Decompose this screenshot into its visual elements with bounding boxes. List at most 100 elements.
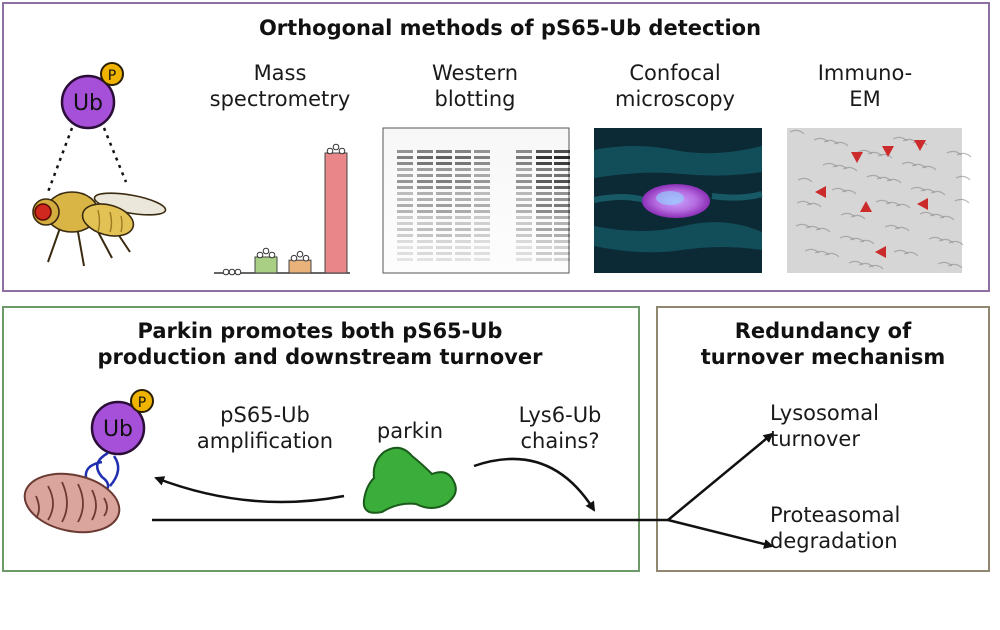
blot-band [455, 156, 471, 159]
blot-band [474, 150, 490, 153]
blot-band [417, 216, 433, 219]
blot-band [554, 168, 570, 171]
blot-band [474, 156, 490, 159]
fly-dotted-line-right [102, 127, 128, 183]
blot-band [536, 192, 552, 195]
blot-band [536, 186, 552, 189]
blot-band [417, 168, 433, 171]
em-texture-stroke [910, 186, 926, 192]
blot-band [516, 222, 532, 225]
em-texture-stroke [806, 202, 822, 208]
blot-band [436, 180, 452, 183]
blot-band [536, 258, 552, 261]
western-blot-image [382, 127, 570, 274]
blot-band [436, 252, 452, 255]
blot-band [474, 228, 490, 231]
em-texture-stroke [921, 165, 937, 171]
parkin-panel-title: Parkin promotes both pS65-Ub production … [97, 319, 543, 369]
blot-band [436, 162, 452, 165]
blot-band [436, 246, 452, 249]
ms-bar [254, 256, 278, 274]
blot-band [397, 156, 413, 159]
em-texture-stroke [840, 212, 856, 218]
blot-band [397, 210, 413, 213]
em-texture-stroke [857, 149, 873, 155]
parkin-icon [362, 446, 457, 514]
blot-band [516, 228, 532, 231]
blot-band [554, 204, 570, 207]
blot-band [397, 174, 413, 177]
blot-band [455, 234, 471, 237]
em-texture-stroke [797, 177, 813, 183]
em-texture-stroke [823, 139, 839, 145]
blot-band [554, 198, 570, 201]
blot-band [436, 186, 452, 189]
em-texture-stroke [877, 153, 893, 159]
em-texture-stroke [948, 240, 964, 246]
ms-point [296, 250, 304, 258]
blot-band [536, 240, 552, 243]
em-arrowhead [851, 152, 863, 163]
blot-band [417, 180, 433, 183]
ms-point [222, 268, 230, 276]
redundancy-panel [656, 306, 990, 572]
proteasomal-arrow [667, 518, 774, 549]
blot-band [474, 222, 490, 225]
blot-band [536, 246, 552, 249]
ub-badge-top: Ub P [60, 62, 124, 130]
blot-band [554, 150, 570, 153]
mass-spec-chart [214, 143, 350, 276]
blot-band [455, 252, 471, 255]
fruit-fly-icon [32, 191, 167, 267]
em-texture-stroke [842, 166, 858, 172]
blot-band [474, 210, 490, 213]
blot-band [455, 180, 471, 183]
blot-band [516, 174, 532, 177]
blot-band [417, 234, 433, 237]
blot-band [536, 180, 552, 183]
em-texture-stroke [805, 225, 821, 231]
em-texture-stroke [858, 262, 874, 268]
blot-band [554, 234, 570, 237]
blot-band [455, 204, 471, 207]
blot-band [536, 168, 552, 171]
proteasomal-label: Proteasomal degradation [770, 503, 901, 553]
blot-band [516, 192, 532, 195]
p-text-left: P [138, 395, 146, 411]
blot-band [417, 246, 433, 249]
blot-band [397, 216, 413, 219]
blot-band [455, 198, 471, 201]
ms-point [256, 251, 264, 259]
blot-band [474, 192, 490, 195]
blot-band [397, 180, 413, 183]
ms-point [228, 268, 236, 276]
blot-band [417, 252, 433, 255]
blot-band [397, 258, 413, 261]
method-western-label: Western blotting [431, 61, 519, 111]
em-texture-stroke [901, 161, 917, 167]
amplification-label: pS65-Ub amplification [196, 403, 334, 453]
em-texture-stroke [822, 162, 838, 168]
em-texture-stroke [859, 239, 875, 245]
blot-band [417, 258, 433, 261]
blot-band [474, 198, 490, 201]
blot-band [417, 198, 433, 201]
blot-band [455, 162, 471, 165]
em-texture-stroke [850, 214, 866, 220]
blot-band [455, 222, 471, 225]
blot-band [397, 168, 413, 171]
blot-band [474, 186, 490, 189]
parkin-panel [2, 306, 640, 572]
confocal-image [593, 128, 763, 273]
blot-band [516, 198, 532, 201]
em-texture-stroke [929, 213, 945, 219]
em-arrowhead [815, 186, 826, 198]
blot-band [397, 150, 413, 153]
em-texture-stroke [911, 163, 927, 169]
blot-band [455, 258, 471, 261]
blot-band [474, 240, 490, 243]
blot-band [417, 192, 433, 195]
blot-band [436, 156, 452, 159]
em-texture-stroke [814, 250, 830, 256]
